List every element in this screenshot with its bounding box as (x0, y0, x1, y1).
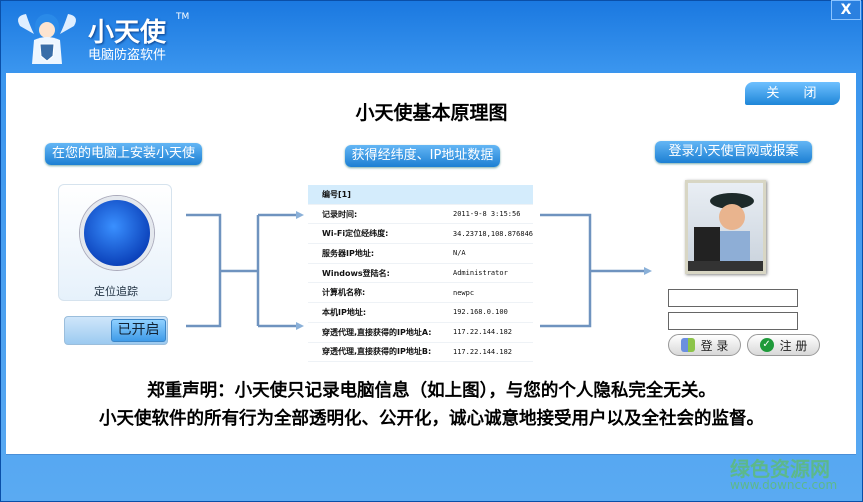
info-table: 编号[1] 记录时间:2011-9-8 3:15:56 Wi-Fi定位经纬度:3… (308, 185, 533, 363)
table-header: 编号[1] (308, 185, 533, 205)
table-row: Wi-Fi定位经纬度:34.23718,108.876846 (308, 224, 533, 245)
table-row: Windows登陆名:Administrator (308, 263, 533, 284)
table-row: 穿透代理,直接获得的IP地址B:117.22.144.182 (308, 342, 533, 363)
step-login-report: 登录小天使官网或报案 (655, 141, 812, 163)
table-row: 穿透代理,直接获得的IP地址A:117.22.144.182 (308, 322, 533, 343)
register-button[interactable]: ✓ 注 册 (747, 334, 820, 356)
table-row: 服务器IP地址:N/A (308, 244, 533, 264)
page-title: 小天使基本原理图 (355, 102, 508, 124)
arrow-right-bracket (540, 213, 644, 328)
arrow-head (296, 211, 304, 219)
arrow-left-bracket (186, 213, 296, 328)
close-button[interactable]: 关 闭 (745, 82, 840, 105)
toggle-label: 已开启 (111, 319, 166, 342)
watermark-name: 绿色资源网 (730, 457, 830, 481)
radar-card: 定位追踪 (58, 184, 172, 301)
app-title: 小天使 (88, 18, 167, 48)
watermark-url: www.downcc.com (730, 478, 838, 492)
table-row: 本机IP地址:192.168.0.100 (308, 303, 533, 323)
radar-label: 定位追踪 (94, 285, 138, 298)
table-row: 计算机名称:newpc (308, 283, 533, 304)
arrow-head (644, 267, 652, 275)
arrow-head (296, 322, 304, 330)
step-collect-data: 获得经纬度、IP地址数据 (345, 145, 500, 167)
tracking-toggle[interactable]: 已开启 (64, 316, 168, 345)
check-icon: ✓ (759, 338, 774, 352)
step-install: 在您的电脑上安装小天使 (45, 143, 202, 165)
police-avatar (685, 180, 766, 274)
username-input[interactable] (668, 289, 798, 307)
declaration-line: 郑重声明：小天使只记录电脑信息（如上图），与您的个人隐私完全无关。 (147, 381, 716, 401)
window-close-button[interactable]: X (831, 0, 861, 20)
police-officer-icon (688, 193, 763, 271)
declaration-line: 小天使软件的所有行为全部透明化、公开化，诚心诚意地接受用户以及全社会的监督。 (99, 409, 764, 429)
login-button[interactable]: 登 录 (668, 334, 741, 356)
table-row: 记录时间:2011-9-8 3:15:56 (308, 204, 533, 225)
password-input[interactable] (668, 312, 798, 330)
radar-icon (80, 196, 154, 270)
users-icon (680, 338, 695, 352)
app-subtitle: 电脑防盗软件 (88, 48, 167, 63)
trademark: TM (176, 12, 190, 22)
angel-logo-icon (18, 14, 76, 64)
